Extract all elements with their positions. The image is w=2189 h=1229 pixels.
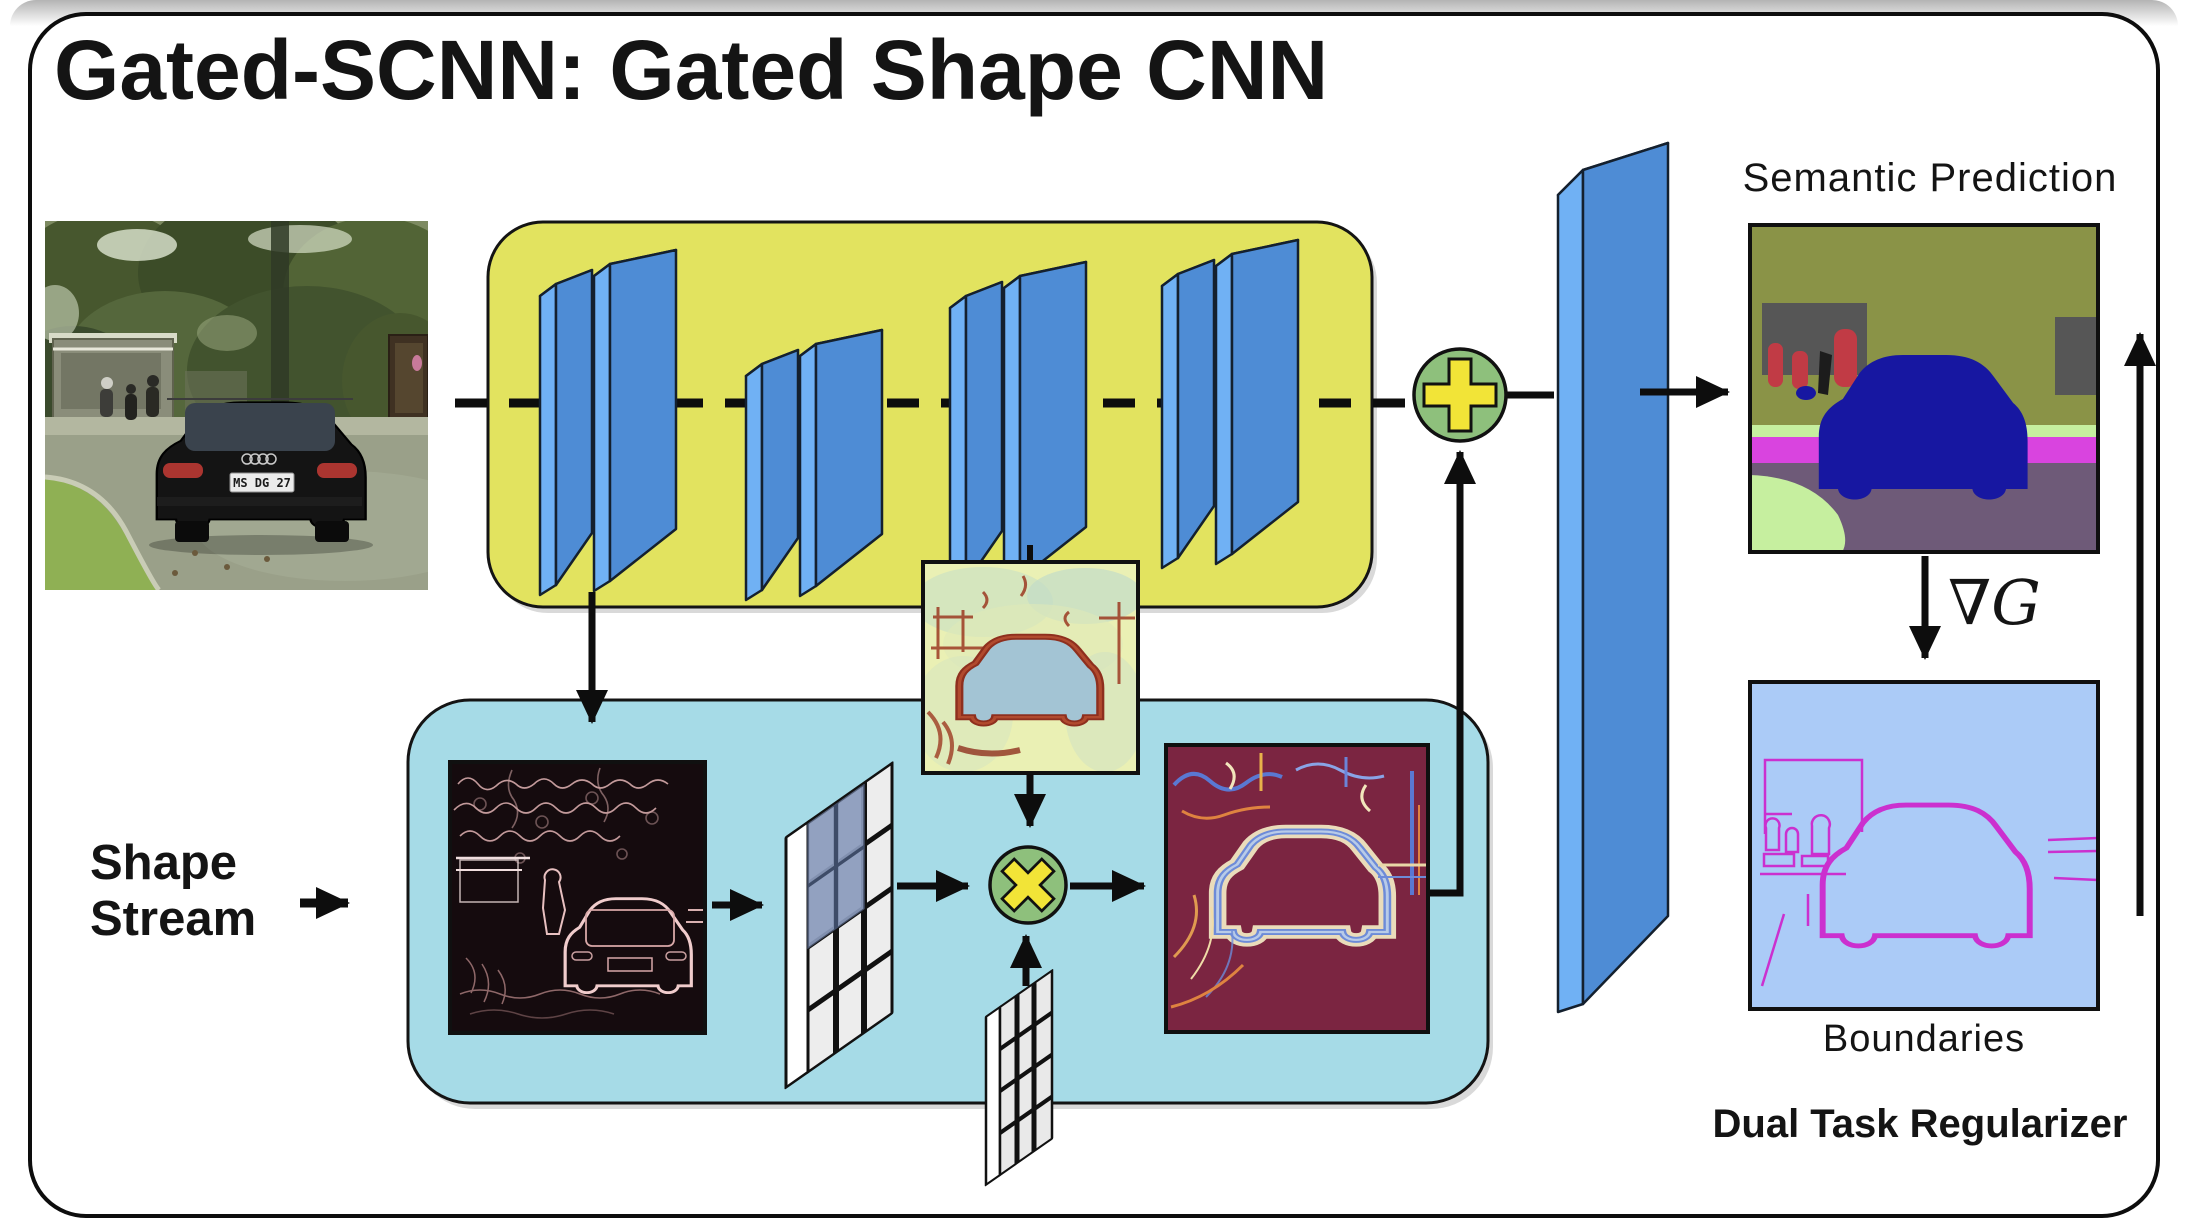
semantic-pedestrians (1768, 329, 1857, 389)
attention-top-scribbles (1172, 753, 1420, 895)
conv-layer-slab-face (1002, 274, 1022, 591)
input-photo-image: MS DG 27 (45, 221, 428, 590)
gate-kernel-1 (784, 761, 894, 1090)
conv-layer-slab-face (592, 262, 612, 593)
figure-title: Gated-SCNN: Gated Shape CNN (54, 23, 1329, 117)
connectors (300, 332, 2156, 986)
fusion-node (1412, 347, 1508, 443)
edge-map-image (448, 760, 707, 1035)
attention-bottom-strokes (1170, 863, 1428, 1009)
semantic-prediction-label: Semantic Prediction (1742, 156, 2118, 200)
connector-attention-to-fusion (1430, 450, 1476, 897)
conv-layer-slab-face (554, 268, 594, 587)
photo-pedestrians (100, 375, 159, 420)
semantic-shelter-right (2055, 317, 2098, 395)
heatmap-structure-strokes (931, 575, 1135, 684)
attention-map-image (1164, 743, 1430, 1034)
conv-layer-slab-face (1214, 252, 1234, 566)
photo-grass (45, 479, 157, 590)
plus-icon (1422, 357, 1498, 433)
conv-layer-slab-face (760, 348, 800, 592)
conv-layer-slab-face (1160, 272, 1180, 570)
gated-feature-heatmap-image (921, 560, 1140, 775)
photo-car: MS DG 27 (149, 398, 373, 555)
conv-layer-slab-face (948, 294, 968, 595)
license-plate-text: MS DG 27 (233, 476, 291, 490)
gating-node (988, 845, 1068, 925)
conv-layer-slab-face (964, 280, 1004, 585)
conv-layer-slab-face (608, 248, 678, 583)
conv-layer-slab-face (814, 328, 884, 588)
conv-layer-slab-face (1018, 260, 1088, 581)
dual-task-regularizer-label: Dual Task Regularizer (1712, 1102, 2128, 1146)
conv-layer-slab-face (1176, 258, 1216, 560)
boundary-contours (1760, 758, 2098, 987)
gate-kernel-2 (984, 969, 1054, 1187)
edge-car-outline (563, 897, 693, 995)
semantic-prediction-image (1748, 223, 2100, 554)
photo-leaves (172, 550, 270, 576)
backbone-conv-blocks (538, 238, 1300, 602)
edge-guardrail-lines (686, 909, 705, 923)
boundaries-label: Boundaries (1822, 1018, 2026, 1060)
conv-layer-slab-face (798, 342, 818, 598)
multiply-icon (1000, 857, 1056, 913)
edge-person-outline (541, 868, 567, 935)
fused-feature-volume (1556, 141, 1670, 1014)
semantic-grass-region (1750, 475, 1846, 552)
conv-layer-slab-face (744, 362, 764, 602)
edge-ground-scribbles (459, 957, 661, 1019)
conv-layer-slab-face (1230, 238, 1300, 556)
edge-shelter-lines (456, 856, 530, 903)
boundaries-image (1748, 680, 2100, 1011)
gradient-operator-label: ∇G (1948, 566, 2041, 639)
conv-layer-slab-face (538, 282, 558, 597)
attention-car-outline (1218, 832, 1388, 940)
